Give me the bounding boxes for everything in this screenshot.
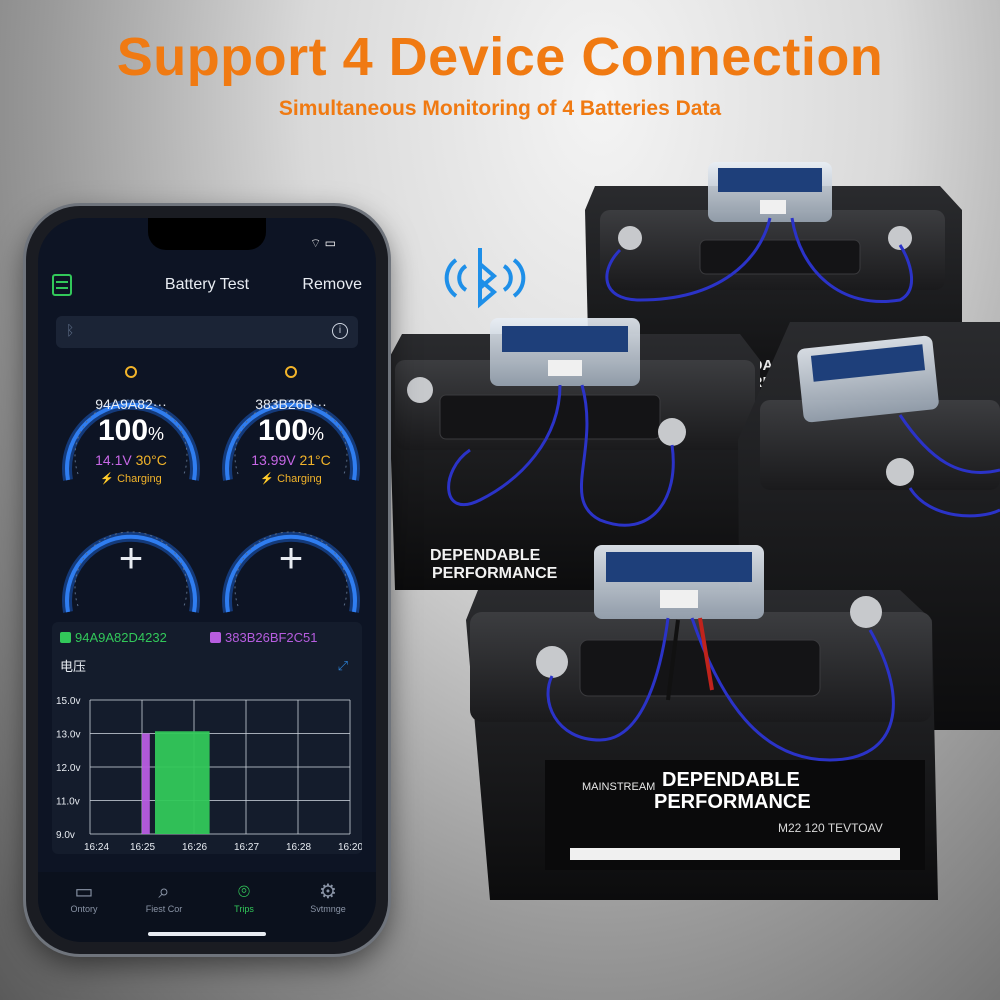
search-icon: ⌕ xyxy=(158,881,170,903)
legend-series-1[interactable]: 94A9A82D4232 xyxy=(60,630,167,645)
remove-button[interactable]: Remove xyxy=(302,276,362,293)
gauge-device-id: 94A9A82··· xyxy=(95,396,167,412)
svg-text:PERFORMANCE: PERFORMANCE xyxy=(654,791,811,813)
x-tick-label: 16:20 xyxy=(338,842,362,853)
svg-text:PERFORMANCE: PERFORMANCE xyxy=(432,565,558,582)
bar-94A9A82D4232 xyxy=(155,731,210,834)
device-search-bar[interactable]: ᛒ i xyxy=(56,316,358,348)
gauge-percent: 100% xyxy=(97,414,165,447)
gauge-charging-status: ⚡ Charging xyxy=(100,473,162,485)
x-tick-label: 16:27 xyxy=(234,842,259,853)
tab-fiest-cor[interactable]: ⌕ Fiest Cor xyxy=(134,880,194,914)
gear-icon: ⚙ xyxy=(319,881,337,903)
y-tick-label: 12.0v xyxy=(56,763,80,774)
tab-svtmnge[interactable]: ⚙ Svtmnge xyxy=(298,880,358,914)
bluetooth-signal-icon xyxy=(444,248,526,309)
tab-ontory[interactable]: ▭ Ontory xyxy=(54,880,114,914)
home-indicator xyxy=(148,932,266,936)
phone-mockup: ⌔ ▭ Battery Test Remove ᛒ i 94A9A82··· 1… xyxy=(26,206,388,954)
x-tick-label: 16:24 xyxy=(84,842,109,853)
battery-icon: ▭ xyxy=(74,881,94,903)
location-icon: ⌾ xyxy=(238,881,250,903)
svg-text:DEPENDABLE: DEPENDABLE xyxy=(430,547,541,564)
headline: Support 4 Device Connection xyxy=(116,27,884,87)
battery-front: MAINSTREAM DEPENDABLE PERFORMANCE M22 12… xyxy=(466,545,938,900)
subheadline: Simultaneous Monitoring of 4 Batteries D… xyxy=(278,97,722,120)
gauge-voltage-temp: 13.99V 21°C xyxy=(251,452,331,468)
battery-gauge-1[interactable]: 94A9A82··· 100% 14.1V 30°C ⚡ Charging xyxy=(56,362,206,492)
info-icon[interactable]: i xyxy=(332,323,348,339)
tab-trips[interactable]: ⌾ Trips xyxy=(214,880,274,914)
voltage-chart: 15.0v 13.0v 12.0v 11.0v 9.0v 16:24 16:25 16:26 1… xyxy=(56,696,362,853)
battery-left: DEPENDABLE PERFORMANCE xyxy=(388,318,760,590)
x-tick-label: 16:25 xyxy=(130,842,155,853)
x-tick-label: 16:28 xyxy=(286,842,311,853)
menu-icon[interactable] xyxy=(52,274,72,296)
svg-text:MAINSTREAM: MAINSTREAM xyxy=(582,781,655,793)
gauge-device-id: 383B26B··· xyxy=(255,396,327,412)
bluetooth-icon: ᛒ xyxy=(66,322,75,338)
gauge-percent: 100% xyxy=(257,414,325,447)
bar-383B26BF2C51 xyxy=(142,733,150,834)
bottom-tab-bar: ▭ Ontory ⌕ Fiest Cor ⌾ Trips ⚙ Svtmnge xyxy=(38,872,376,942)
status-bar-icons: ⌔ ▭ xyxy=(310,236,336,250)
y-tick-label: 13.0v xyxy=(56,730,80,741)
gauge-charging-status: ⚡ Charging xyxy=(260,473,322,485)
plus-icon: + xyxy=(278,534,304,581)
y-tick-label: 11.0v xyxy=(56,797,80,808)
svg-text:M22 120 TEVTOAV: M22 120 TEVTOAV xyxy=(778,821,883,835)
plus-icon: + xyxy=(118,534,144,581)
gauge-voltage-temp: 14.1V 30°C xyxy=(95,452,167,468)
svg-text:DEPENDABLE: DEPENDABLE xyxy=(662,769,800,791)
chart-label: 电压 xyxy=(60,659,87,674)
x-tick-label: 16:26 xyxy=(182,842,207,853)
battery-gauge-2[interactable]: 383B26B··· 100% 13.99V 21°C ⚡ Charging xyxy=(216,362,366,492)
phone-notch xyxy=(148,218,266,250)
add-device-slot-1[interactable]: + xyxy=(56,494,206,624)
add-device-slot-2[interactable]: + xyxy=(216,494,366,624)
expand-icon[interactable]: ⤢ xyxy=(337,658,348,673)
legend-series-2[interactable]: 383B26BF2C51 xyxy=(210,630,318,645)
app-title: Battery Test xyxy=(164,276,250,293)
y-tick-label: 15.0v xyxy=(56,696,80,707)
y-tick-label: 9.0v xyxy=(56,830,75,841)
phone-screen: ⌔ ▭ Battery Test Remove ᛒ i 94A9A82··· 1… xyxy=(38,218,376,942)
app-header: Battery Test Remove xyxy=(38,270,376,306)
voltage-chart-card: 94A9A82D4232 383B26BF2C51 电压 ⤢ 15.0v 13.0… xyxy=(52,622,362,854)
